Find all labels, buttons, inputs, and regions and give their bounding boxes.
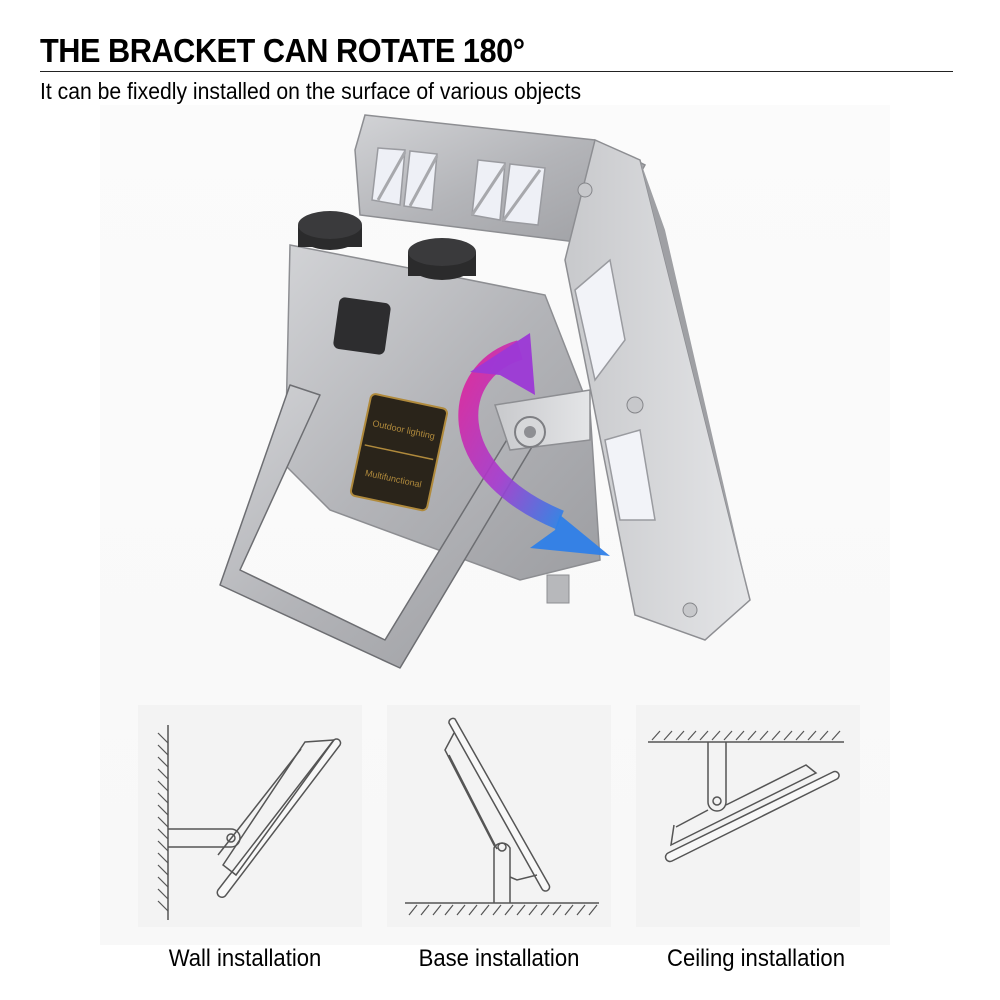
product-image: Outdoor lighting Multifunctional (200, 105, 780, 685)
base-installation-diagram (405, 717, 599, 916)
title-divider (40, 71, 953, 72)
caption-ceiling-installation: Ceiling installation (667, 945, 845, 972)
caption-wall-installation: Wall installation (168, 945, 322, 972)
page-title: THE BRACKET CAN ROTATE 180° (40, 32, 525, 69)
caption-base-installation: Base installation (418, 945, 580, 972)
page-subtitle: It can be fixedly installed on the surfa… (40, 78, 582, 104)
ceiling-installation-diagram (648, 730, 844, 863)
panel-wall-installation (138, 705, 362, 927)
wall-installation-diagram (157, 725, 342, 920)
panel-ceiling-installation (636, 705, 860, 927)
panel-base-installation (387, 705, 611, 927)
